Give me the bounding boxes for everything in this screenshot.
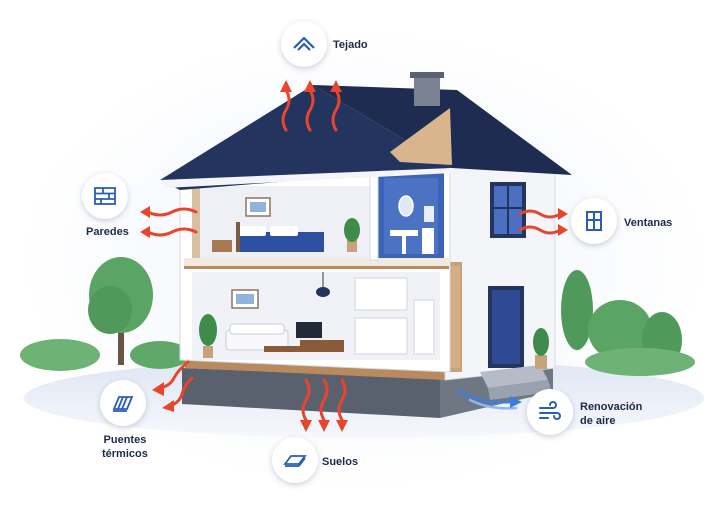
trees-left <box>20 257 190 371</box>
roof-icon <box>281 21 327 67</box>
floor-heat-arrows <box>300 378 348 432</box>
floor-icon <box>272 437 318 483</box>
thermal-bridge-heat-arrows <box>152 360 194 412</box>
label-ventanas: Ventanas <box>624 217 673 229</box>
label-renovacion-aire: Renovación de aire <box>580 401 643 427</box>
air-flow-arrows <box>456 388 522 410</box>
trees-right <box>561 270 695 376</box>
thermal-bridge-icon <box>100 380 146 426</box>
first-floor-slab <box>184 258 449 267</box>
label-puentes-termicos: Puentes térmicos <box>102 434 148 460</box>
brick-wall-icon <box>82 173 128 219</box>
label-paredes: Paredes <box>86 226 129 238</box>
roof-front <box>160 85 452 190</box>
roof-heat-arrows <box>280 80 342 132</box>
label-tejado: Tejado <box>333 39 368 51</box>
wall-heat-arrows <box>140 206 198 238</box>
air-flow-icon <box>527 389 573 435</box>
window-heat-arrows <box>518 208 568 236</box>
chimney <box>414 76 440 106</box>
window-icon <box>571 198 617 244</box>
attic-insulation <box>390 108 452 165</box>
foundation <box>182 368 440 418</box>
ground-floor-slab <box>185 360 445 380</box>
label-suelos: Suelos <box>322 456 359 468</box>
